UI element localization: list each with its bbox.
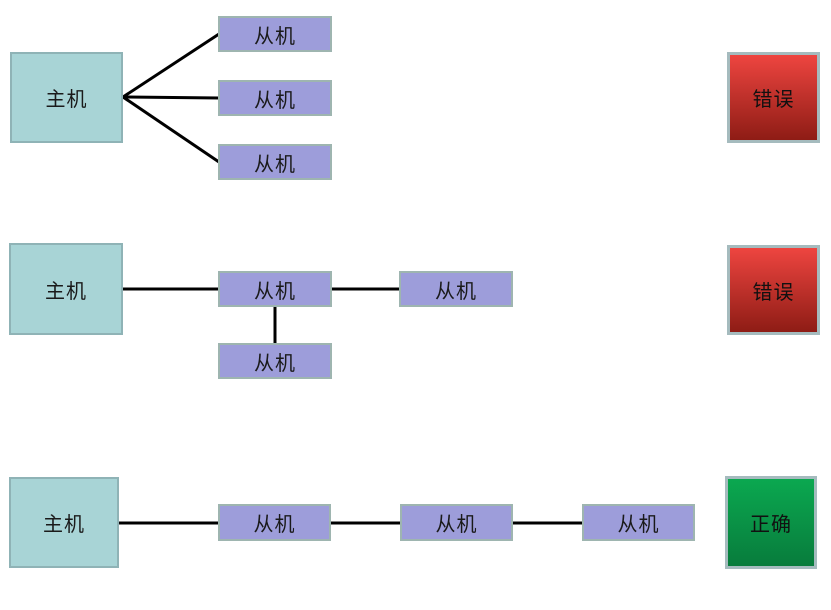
slave-node-row1-3: 从机 <box>218 144 332 180</box>
master-node-row1: 主机 <box>10 52 123 143</box>
verdict-badge-row3-correct: 正确 <box>725 476 817 569</box>
slave-node-row2-3: 从机 <box>218 343 332 379</box>
slave-node-row3-3: 从机 <box>582 504 695 541</box>
wire-row1-master-to-slave3 <box>122 95 220 164</box>
slave-node-row2-1: 从机 <box>218 271 332 307</box>
verdict-badge-row2-error: 错误 <box>727 245 820 335</box>
slave-node-row3-2: 从机 <box>400 504 513 541</box>
verdict-badge-row1-error: 错误 <box>727 52 820 143</box>
master-node-row3: 主机 <box>9 477 119 568</box>
slave-node-row1-2: 从机 <box>218 80 332 116</box>
wire-row1-master-to-slave1 <box>122 32 220 99</box>
slave-node-row3-1: 从机 <box>218 504 331 541</box>
wire-row1-master-to-slave2 <box>122 95 220 100</box>
slave-node-row1-1: 从机 <box>218 16 332 52</box>
slave-node-row2-2: 从机 <box>399 271 513 307</box>
master-node-row2: 主机 <box>9 243 123 335</box>
